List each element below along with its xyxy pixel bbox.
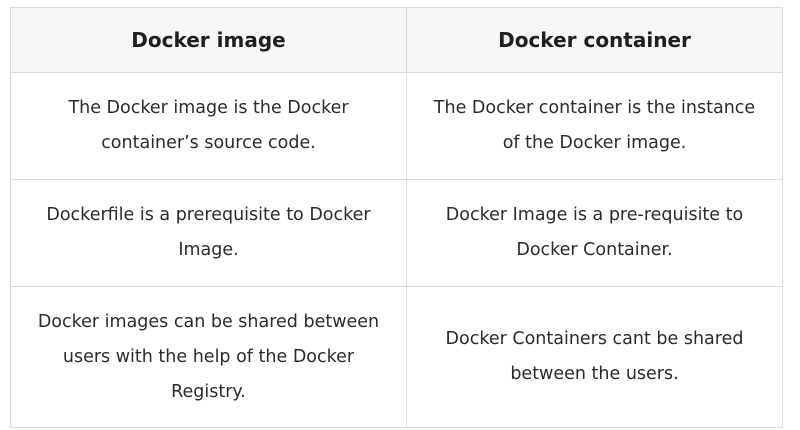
header-row: Docker image Docker container — [10, 7, 783, 73]
table-body: The Docker image is the Docker container… — [10, 72, 783, 428]
table-row: Docker images can be shared between user… — [10, 286, 783, 428]
table-cell: Docker images can be shared between user… — [10, 286, 407, 428]
table-cell: Dockerfile is a prerequisite to Docker I… — [10, 179, 407, 287]
table-cell: Docker Containers cant be shared between… — [406, 286, 783, 428]
table-header: Docker image Docker container — [10, 7, 783, 73]
header-docker-image: Docker image — [10, 7, 407, 73]
table-row: The Docker image is the Docker container… — [10, 72, 783, 180]
table-cell: The Docker image is the Docker container… — [10, 72, 407, 180]
header-docker-container: Docker container — [406, 7, 783, 73]
comparison-table: Docker image Docker container The Docker… — [10, 7, 783, 428]
table-cell: Docker Image is a pre-requisite to Docke… — [406, 179, 783, 287]
table-row: Dockerfile is a prerequisite to Docker I… — [10, 179, 783, 287]
table-cell: The Docker container is the instance of … — [406, 72, 783, 180]
